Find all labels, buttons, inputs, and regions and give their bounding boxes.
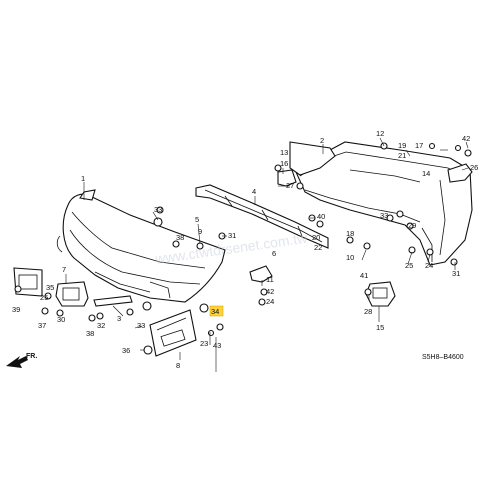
license-bracket-7 <box>55 281 89 307</box>
label-27: 27 <box>286 181 294 190</box>
label-1: 1 <box>81 174 85 183</box>
label-25-front: 25 <box>40 293 48 302</box>
label-7: 7 <box>62 265 66 274</box>
label-43: 43 <box>213 341 221 350</box>
label-25: 25 <box>405 261 413 270</box>
label-10: 10 <box>346 253 354 262</box>
front-label: FR. <box>26 353 37 360</box>
label-39: 39 <box>12 305 20 314</box>
label-17: 17 <box>415 141 423 150</box>
label-31: 31 <box>228 231 236 240</box>
label-16: 16 <box>280 159 288 168</box>
label-26: 26 <box>470 163 478 172</box>
label-2: 2 <box>320 136 324 145</box>
label-13: 13 <box>280 148 288 157</box>
label-23: 23 <box>200 339 208 348</box>
label-22: 22 <box>314 243 322 252</box>
label-9: 9 <box>198 227 202 236</box>
label-24: 24 <box>266 297 274 306</box>
label-33: 33 <box>137 321 145 330</box>
label-21: 21 <box>398 151 406 160</box>
leader-lines <box>65 137 469 372</box>
bracket-11 <box>249 265 273 283</box>
label-3: 3 <box>117 314 121 323</box>
part-number-labels: 1 2 16 13 4 12 19 21 17 42 26 14 27 40 3… <box>12 129 478 370</box>
label-14: 14 <box>422 169 430 178</box>
label-35: 35 <box>46 283 54 292</box>
license-plate-8 <box>149 309 197 357</box>
label-32: 32 <box>97 321 105 330</box>
grille-strip-5 <box>93 295 133 307</box>
diagram-code: S5H8–B4600 <box>422 354 464 361</box>
fasteners <box>14 142 472 355</box>
label-33-front: 33 <box>154 205 162 214</box>
label-42-rear: 42 <box>462 134 470 143</box>
label-31-rear: 31 <box>452 269 460 278</box>
front-arrow-icon: FR. <box>6 353 37 368</box>
bracket-16 <box>277 169 297 187</box>
label-11: 11 <box>266 275 274 284</box>
label-19: 19 <box>398 141 406 150</box>
bumper-beam <box>195 184 329 249</box>
label-12: 12 <box>376 129 384 138</box>
label-41: 41 <box>360 271 368 280</box>
label-8: 8 <box>176 361 180 370</box>
label-28: 28 <box>364 307 372 316</box>
highlighted-part-34[interactable]: 34 <box>209 305 224 317</box>
label-18: 18 <box>346 229 354 238</box>
label-20: 20 <box>312 233 320 242</box>
label-34: 34 <box>211 307 219 316</box>
label-15: 15 <box>376 323 384 332</box>
label-38: 38 <box>86 329 94 338</box>
label-29: 29 <box>408 221 416 230</box>
label-38-upper: 38 <box>176 233 184 242</box>
label-33-rear: 33 <box>380 211 388 220</box>
label-30: 30 <box>57 315 65 324</box>
label-4: 4 <box>252 187 256 196</box>
label-42: 42 <box>266 287 274 296</box>
label-6: 6 <box>272 249 276 258</box>
label-40: 40 <box>317 212 325 221</box>
label-5: 5 <box>195 215 199 224</box>
rear-spacer <box>289 141 336 176</box>
label-24-rear: 24 <box>425 261 433 270</box>
label-37: 37 <box>38 321 46 330</box>
label-36: 36 <box>122 346 130 355</box>
front-bumper-cover <box>56 189 226 303</box>
